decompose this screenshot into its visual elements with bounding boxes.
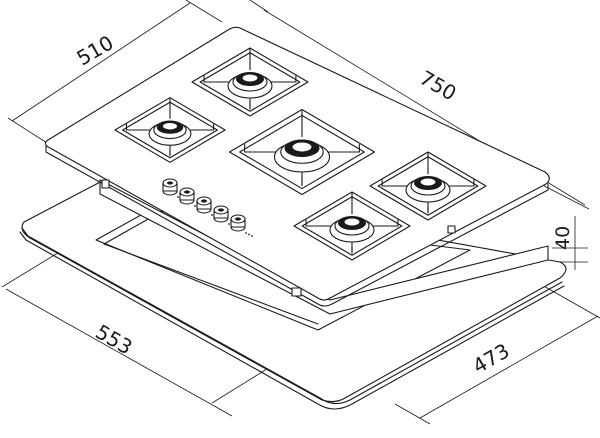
cutout-inner-edge	[103, 217, 151, 245]
grate-inner	[301, 196, 403, 256]
knob-indicator	[184, 190, 190, 194]
knob-marking	[211, 214, 213, 216]
glass-plate-thickness	[45, 145, 549, 307]
grate-inner	[239, 114, 365, 190]
burner-center-wok	[228, 108, 376, 196]
knob-marking	[194, 205, 196, 207]
mount-clip-left	[101, 179, 110, 189]
burner-back-left	[191, 47, 309, 117]
grate-inner	[199, 52, 301, 112]
dim-label-40: 40	[552, 226, 574, 250]
counter-slab-edge-lower	[19, 231, 565, 410]
knob-marking	[251, 235, 253, 237]
knob-marking	[248, 233, 250, 236]
burner-cap-center	[419, 177, 437, 187]
control-knob[interactable]	[196, 196, 219, 219]
ext-line-473-back	[539, 283, 600, 319]
dim-label-750: 750	[416, 66, 461, 106]
burner-cap-center	[343, 217, 361, 227]
cutout-inner-side	[103, 243, 319, 325]
cutout-opening	[95, 209, 471, 331]
dim-label-473: 473	[469, 338, 514, 378]
dim-label-510: 510	[73, 30, 118, 70]
ext-line-750-back	[249, 0, 269, 13]
dim-line-510	[11, 2, 191, 122]
burner-cap-center	[291, 141, 313, 153]
knob-group	[162, 178, 253, 237]
burner-front-right	[293, 191, 411, 261]
knob-indicator	[201, 199, 207, 203]
control-knob[interactable]	[230, 214, 253, 237]
dim-label-553: 553	[92, 320, 137, 360]
knob-marking	[177, 196, 179, 198]
knob-indicator	[235, 217, 241, 221]
ext-line-510-back	[185, 0, 223, 23]
dim-line-553	[5, 288, 233, 417]
burner-cap-center	[241, 73, 259, 83]
dim-line-473	[419, 315, 599, 419]
knob-indicator	[167, 181, 173, 185]
hob-underbody	[99, 179, 549, 315]
mount-clip-front	[291, 287, 302, 297]
mount-clip-right	[447, 225, 456, 234]
knob-marking	[228, 223, 230, 225]
control-knob[interactable]	[179, 187, 202, 210]
ext-line-473-front	[394, 403, 431, 425]
grate-inner	[377, 156, 479, 216]
burner-group	[114, 47, 487, 261]
burner-right	[369, 151, 487, 221]
burner-middle-left	[114, 97, 226, 163]
knob-marking	[245, 232, 247, 234]
grate-inner	[122, 101, 218, 159]
burner-cap-center	[161, 121, 179, 131]
knob-indicator	[218, 208, 224, 212]
counter-slab-edge	[21, 227, 563, 405]
control-knob[interactable]	[162, 178, 185, 201]
